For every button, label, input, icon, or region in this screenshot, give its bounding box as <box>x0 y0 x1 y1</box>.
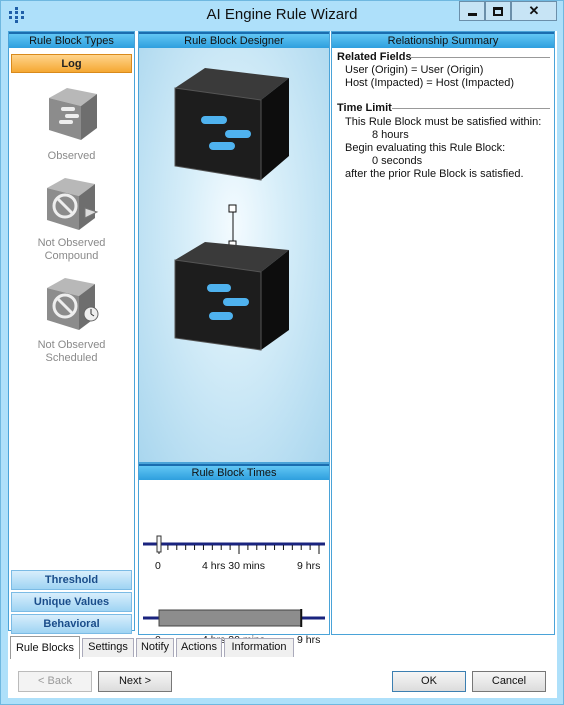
time-limit-slider[interactable] <box>143 535 325 554</box>
minimize-icon <box>467 12 477 16</box>
ok-button[interactable]: OK <box>392 671 466 692</box>
observed-cube-icon <box>48 88 97 140</box>
block-not-observed-scheduled-label-2: Scheduled <box>45 352 98 364</box>
begin-evaluating-range[interactable] <box>158 609 302 627</box>
rule-block-1-cube[interactable] <box>174 68 289 181</box>
tab-actions[interactable]: Actions <box>176 638 222 657</box>
related-fields-divider <box>410 57 550 58</box>
tab-information[interactable]: Information <box>224 638 294 657</box>
cancel-button[interactable]: Cancel <box>472 671 546 692</box>
begin-evaluating-line: Begin evaluating this Rule Block: <box>345 142 506 154</box>
slider1-label-min: 0 <box>155 560 161 572</box>
rule-block-designer-header: Rule Block Designer <box>139 32 329 48</box>
category-unique-values-button[interactable]: Unique Values <box>11 592 132 612</box>
next-button[interactable]: Next > <box>98 671 172 692</box>
maximize-icon <box>493 6 503 16</box>
rule-block-times-panel: Rule Block Times 0 4 hrs 30 mins 9 hrs 0 <box>138 463 330 646</box>
rule-block-times-header: Rule Block Times <box>139 464 329 480</box>
wizard-tabs: Rule Blocks Settings Notify Actions Info… <box>8 636 557 659</box>
not-observed-scheduled-icon <box>46 278 98 330</box>
slider1-label-max: 9 hrs <box>297 560 321 572</box>
tab-rule-blocks[interactable]: Rule Blocks <box>10 636 80 659</box>
block-not-observed-scheduled[interactable]: Not Observed Scheduled <box>9 272 134 365</box>
block-observed[interactable]: Observed <box>9 82 134 163</box>
related-fields-title: Related Fields <box>337 51 412 63</box>
block-not-observed-compound[interactable]: Not Observed Compound <box>9 172 134 263</box>
relationship-summary-panel: Relationship Summary Related Fields User… <box>331 31 555 635</box>
connector-handle-top[interactable] <box>228 204 237 213</box>
time-limit-title: Time Limit <box>337 102 392 114</box>
begin-evaluating-slider[interactable] <box>143 609 325 627</box>
time-limit-value: 8 hours <box>372 129 409 141</box>
minimize-button[interactable] <box>459 1 485 21</box>
slider2-label-max: 9 hrs <box>297 634 321 646</box>
window-title: AI Engine Rule Wizard <box>206 6 358 23</box>
wizard-client: Rule Block Types Log Observed <box>8 31 557 698</box>
rule-block-types-header: Rule Block Types <box>9 32 134 48</box>
time-limit-divider <box>392 108 550 109</box>
back-button[interactable]: < Back <box>18 671 92 692</box>
block-not-observed-compound-label-1: Not Observed <box>37 237 106 249</box>
title-bar[interactable]: AI Engine Rule Wizard ✕ <box>1 1 563 31</box>
relationship-summary-header: Relationship Summary <box>332 32 554 48</box>
tab-notify[interactable]: Notify <box>136 638 174 657</box>
block-not-observed-compound-label-2: Compound <box>44 250 99 262</box>
maximize-button[interactable] <box>485 1 511 21</box>
block-not-observed-scheduled-label-1: Not Observed <box>37 339 106 351</box>
time-sliders <box>143 535 325 627</box>
close-icon: ✕ <box>528 3 540 18</box>
prior-block-line: after the prior Rule Block is satisfied. <box>345 168 524 180</box>
category-log-button[interactable]: Log <box>11 54 132 73</box>
related-field-2: Host (Impacted) = Host (Impacted) <box>345 77 515 89</box>
not-observed-compound-icon <box>46 178 98 230</box>
block-observed-label: Observed <box>47 150 96 162</box>
slider1-label-mid: 4 hrs 30 mins <box>202 560 266 572</box>
app-icon <box>9 7 25 23</box>
time-limit-slider-thumb[interactable] <box>156 535 162 553</box>
designer-canvas <box>174 68 289 351</box>
time-limit-line-1: This Rule Block must be satisfied within… <box>345 116 542 128</box>
close-button[interactable]: ✕ <box>511 1 557 21</box>
rule-block-designer-panel: Rule Block Designer <box>138 31 330 463</box>
category-threshold-button[interactable]: Threshold <box>11 570 132 590</box>
category-behavioral-button[interactable]: Behavioral <box>11 614 132 634</box>
related-field-1: User (Origin) = User (Origin) <box>345 64 484 76</box>
rule-block-2-cube[interactable] <box>174 242 289 351</box>
tab-settings[interactable]: Settings <box>82 638 134 657</box>
rule-block-types-panel: Rule Block Types Log Observed <box>8 31 135 634</box>
begin-evaluating-value: 0 seconds <box>372 155 423 167</box>
